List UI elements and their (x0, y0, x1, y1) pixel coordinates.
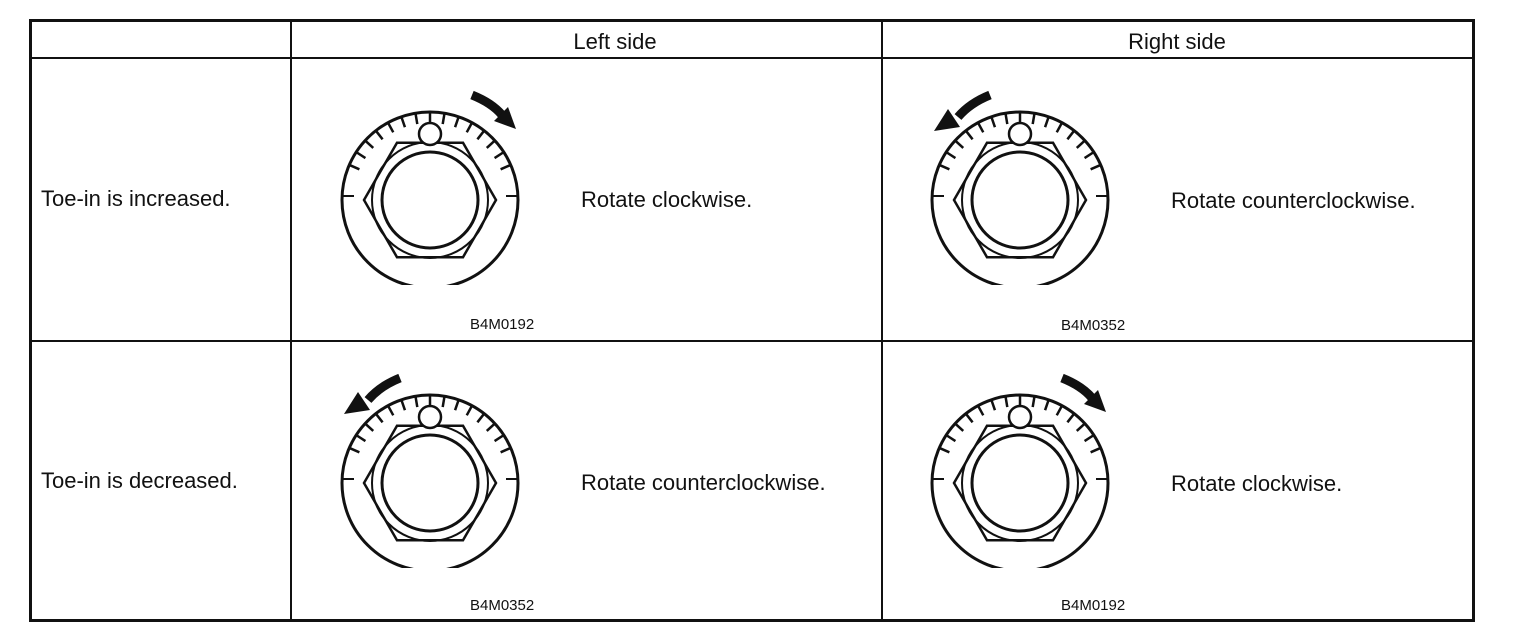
graduation-tick (965, 413, 974, 424)
instruction-increased-left: Rotate clockwise. (581, 187, 753, 212)
graduation-tick (453, 117, 460, 128)
graduation-tick (1075, 423, 1085, 432)
bolt-bore (970, 433, 1070, 533)
graduation-tick (349, 164, 360, 171)
graduation-tick (1004, 113, 1009, 125)
graduation-tick (1066, 413, 1075, 424)
header-right-side: Right side (1128, 29, 1226, 54)
graduation-tick (946, 434, 957, 443)
rotation-arrow-head (1084, 390, 1106, 412)
graduation-tick (939, 447, 950, 454)
graduation-tick (1031, 396, 1036, 408)
graduation-tick (1004, 396, 1009, 408)
graduation-tick (500, 164, 511, 171)
graduation-tick (441, 396, 446, 408)
graduation-tick (990, 117, 997, 128)
graduation-tick (955, 140, 965, 149)
graduation-tick (400, 400, 407, 411)
row-divider (32, 340, 1472, 342)
graduation-tick (387, 122, 395, 133)
graduation-tick (349, 447, 360, 454)
bolt-bore (380, 150, 480, 250)
graduation-tick (465, 122, 473, 133)
column-divider-2 (881, 22, 883, 622)
graduation-tick (476, 130, 485, 141)
rotation-arrow-shaft (470, 90, 506, 118)
instruction-increased-right: Rotate counterclockwise. (1171, 188, 1416, 213)
bolt-bore (380, 433, 480, 533)
graduation-tick (1055, 122, 1063, 133)
rotation-arrow-shaft (1060, 373, 1096, 401)
pointer-knob (417, 121, 443, 147)
column-divider-1 (290, 22, 292, 622)
graduation-tick (485, 423, 495, 432)
graduation-tick (414, 113, 419, 125)
graduation-tick (400, 117, 407, 128)
graduation-tick (939, 164, 950, 171)
graduation-tick (1043, 117, 1050, 128)
toe-adjustment-table (29, 19, 1475, 622)
rotation-arrow-head (344, 392, 370, 414)
graduation-tick (1083, 151, 1094, 160)
graduation-tick (977, 405, 985, 416)
graduation-tick (375, 130, 384, 141)
adjuster-diagram-increased-right (930, 90, 1110, 285)
graduation-tick (387, 405, 395, 416)
figure-code-increased-left: B4M0192 (470, 316, 535, 333)
pointer-knob (1007, 404, 1033, 430)
adjuster-diagram-increased-left (340, 90, 520, 285)
graduation-tick (453, 400, 460, 411)
graduation-tick (977, 122, 985, 133)
graduation-tick (500, 447, 511, 454)
graduation-tick (365, 140, 375, 149)
graduation-tick (990, 400, 997, 411)
header-left-side: Left side (573, 29, 657, 54)
row-label-increased: Toe-in is increased. (41, 186, 231, 211)
graduation-tick (946, 151, 957, 160)
graduation-tick (493, 434, 504, 443)
graduation-tick (1083, 434, 1094, 443)
graduation-tick (965, 130, 974, 141)
graduation-tick (1090, 447, 1101, 454)
graduation-tick (356, 434, 367, 443)
graduation-tick (1066, 130, 1075, 141)
graduation-tick (365, 423, 375, 432)
graduation-tick (441, 113, 446, 125)
pointer-knob (1007, 121, 1033, 147)
figure-code-decreased-left: B4M0352 (470, 597, 535, 614)
graduation-tick (493, 151, 504, 160)
graduation-tick (1043, 400, 1050, 411)
bolt-bore (970, 150, 1070, 250)
graduation-tick (414, 396, 419, 408)
graduation-tick (1090, 164, 1101, 171)
header-divider (32, 57, 1472, 59)
rotation-arrow-shaft (954, 90, 992, 121)
row-label-decreased: Toe-in is decreased. (41, 468, 238, 493)
instruction-decreased-left: Rotate counterclockwise. (581, 470, 826, 495)
graduation-tick (1031, 113, 1036, 125)
graduation-tick (375, 413, 384, 424)
figure-code-decreased-right: B4M0192 (1061, 597, 1126, 614)
adjuster-diagram-decreased-left (340, 373, 520, 568)
graduation-tick (1075, 140, 1085, 149)
graduation-tick (465, 405, 473, 416)
rotation-arrow-shaft (364, 373, 402, 404)
pointer-knob (417, 404, 443, 430)
graduation-tick (485, 140, 495, 149)
figure-code-increased-right: B4M0352 (1061, 317, 1126, 334)
graduation-tick (1055, 405, 1063, 416)
rotation-arrow-head (934, 109, 960, 131)
graduation-tick (955, 423, 965, 432)
rotation-arrow-head (494, 107, 516, 129)
instruction-decreased-right: Rotate clockwise. (1171, 471, 1343, 496)
graduation-tick (476, 413, 485, 424)
graduation-tick (356, 151, 367, 160)
adjuster-diagram-decreased-right (930, 373, 1110, 568)
